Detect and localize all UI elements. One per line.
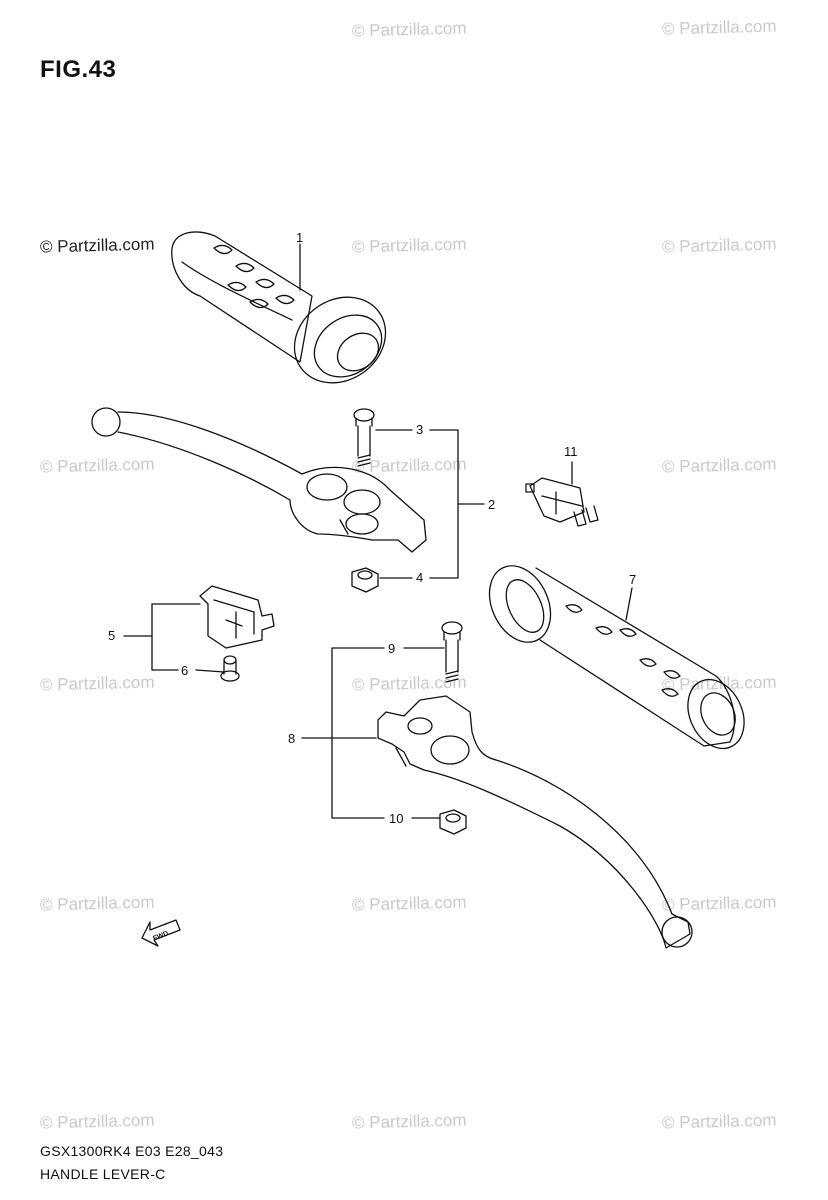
leader-lines [123, 243, 633, 819]
callout-10: 10 [389, 811, 403, 826]
fwd-label: FWD [152, 930, 169, 942]
model-code: GSX1300RK4 E03 E28_043 [40, 1143, 224, 1159]
callout-9: 9 [388, 641, 395, 656]
callout-7: 7 [629, 572, 636, 587]
callout-2: 2 [488, 497, 495, 512]
figure-title: FIG.43 [40, 56, 117, 83]
part-11-switch [525, 477, 599, 527]
callout-4: 4 [416, 570, 423, 585]
section-name: HANDLE LEVER-C [40, 1166, 166, 1182]
part-4-nut [351, 567, 379, 593]
part-8-brake-lever [377, 695, 693, 949]
callout-6: 6 [181, 663, 188, 678]
callout-5: 5 [108, 628, 115, 643]
callout-11: 11 [564, 444, 578, 459]
part-1-left-grip [171, 231, 387, 384]
callout-1: 1 [296, 230, 303, 245]
part-5-bracket [199, 585, 275, 649]
part-9-pivot-bolt [441, 621, 463, 683]
part-10-nut [439, 809, 467, 835]
part-6-screw [220, 655, 240, 682]
part-2-clutch-lever [91, 407, 427, 553]
part-7-right-grip [488, 565, 745, 750]
callout-3: 3 [416, 422, 423, 437]
fwd-arrow-icon [141, 919, 181, 947]
part-3-pivot-bolt [353, 408, 375, 467]
callout-8: 8 [288, 731, 295, 746]
